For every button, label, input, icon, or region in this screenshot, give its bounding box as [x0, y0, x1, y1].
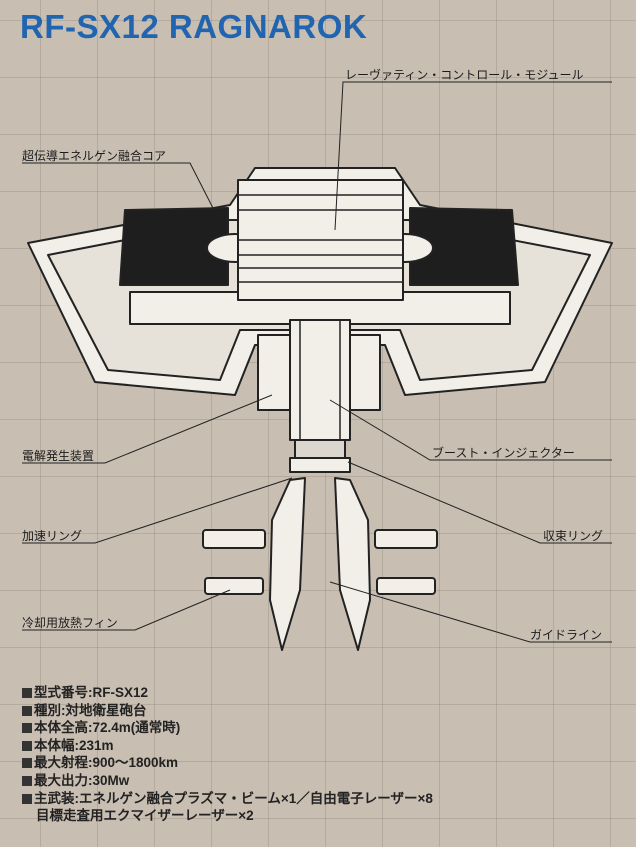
spec-item: 本体幅:231m: [22, 737, 433, 755]
label-boost-injector: ブースト・インジェクター: [432, 446, 575, 460]
label-fusion-core: 超伝導エネルゲン融合コア: [22, 149, 167, 163]
spec-item: 最大射程:900〜1800km: [22, 754, 433, 772]
spec-list: 型式番号:RF-SX12 種別:対地衛星砲台 本体全高:72.4m(通常時) 本…: [22, 684, 433, 825]
cooling-fin-4: [376, 577, 436, 595]
label-focus-ring: 収束リング: [543, 529, 604, 543]
leader-lines: [22, 81, 612, 643]
hull-band: [129, 291, 511, 325]
page-title: RF-SX12 RAGNAROK: [20, 8, 368, 45]
label-guideline: ガイドライン: [530, 628, 603, 642]
emitter-arm-right: [334, 477, 371, 651]
cooling-fin-1: [202, 529, 266, 549]
boost-injector: [289, 319, 351, 441]
spec-item: 型式番号:RF-SX12: [22, 684, 433, 702]
cooling-fin-2: [374, 529, 438, 549]
spec-item: 本体全高:72.4m(通常時): [22, 719, 433, 737]
label-cooling-fin: 冷却用放熱フィン: [22, 616, 118, 630]
spec-item: 種別:対地衛星砲台: [22, 702, 433, 720]
spec-item-continuation: 目標走査用エクマイザーレーザー×2: [36, 808, 254, 824]
label-control-module: レーヴァティン・コントロール・モジュール: [345, 68, 584, 82]
spec-item: 主武装:エネルゲン融合プラズマ・ビーム×1／自由電子レーザー×8: [22, 790, 433, 808]
spec-item: 最大出力:30Mw: [22, 772, 433, 790]
accel-ring: [289, 457, 351, 473]
cooling-fin-3: [204, 577, 264, 595]
label-accel-ring: 加速リング: [22, 529, 83, 543]
fusion-core-left: [119, 207, 229, 286]
emitter-arm-left: [269, 477, 306, 651]
label-electrolysis: 電解発生装置: [22, 449, 95, 463]
